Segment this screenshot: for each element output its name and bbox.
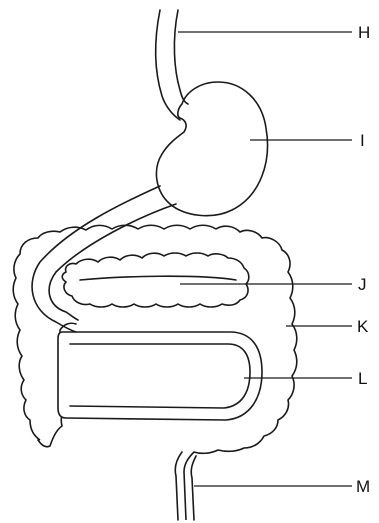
rectum-right-edge (191, 456, 196, 520)
label-m: M (356, 477, 370, 496)
label-h: H (358, 23, 370, 42)
oesophagus-left-edge (156, 10, 180, 120)
oesophagus-right-edge (174, 10, 188, 104)
stomach (156, 82, 267, 216)
label-l: L (358, 369, 367, 388)
label-i: I (360, 131, 365, 150)
label-k: K (357, 317, 369, 336)
transverse-colon-j (62, 253, 249, 307)
label-j: J (358, 275, 367, 294)
